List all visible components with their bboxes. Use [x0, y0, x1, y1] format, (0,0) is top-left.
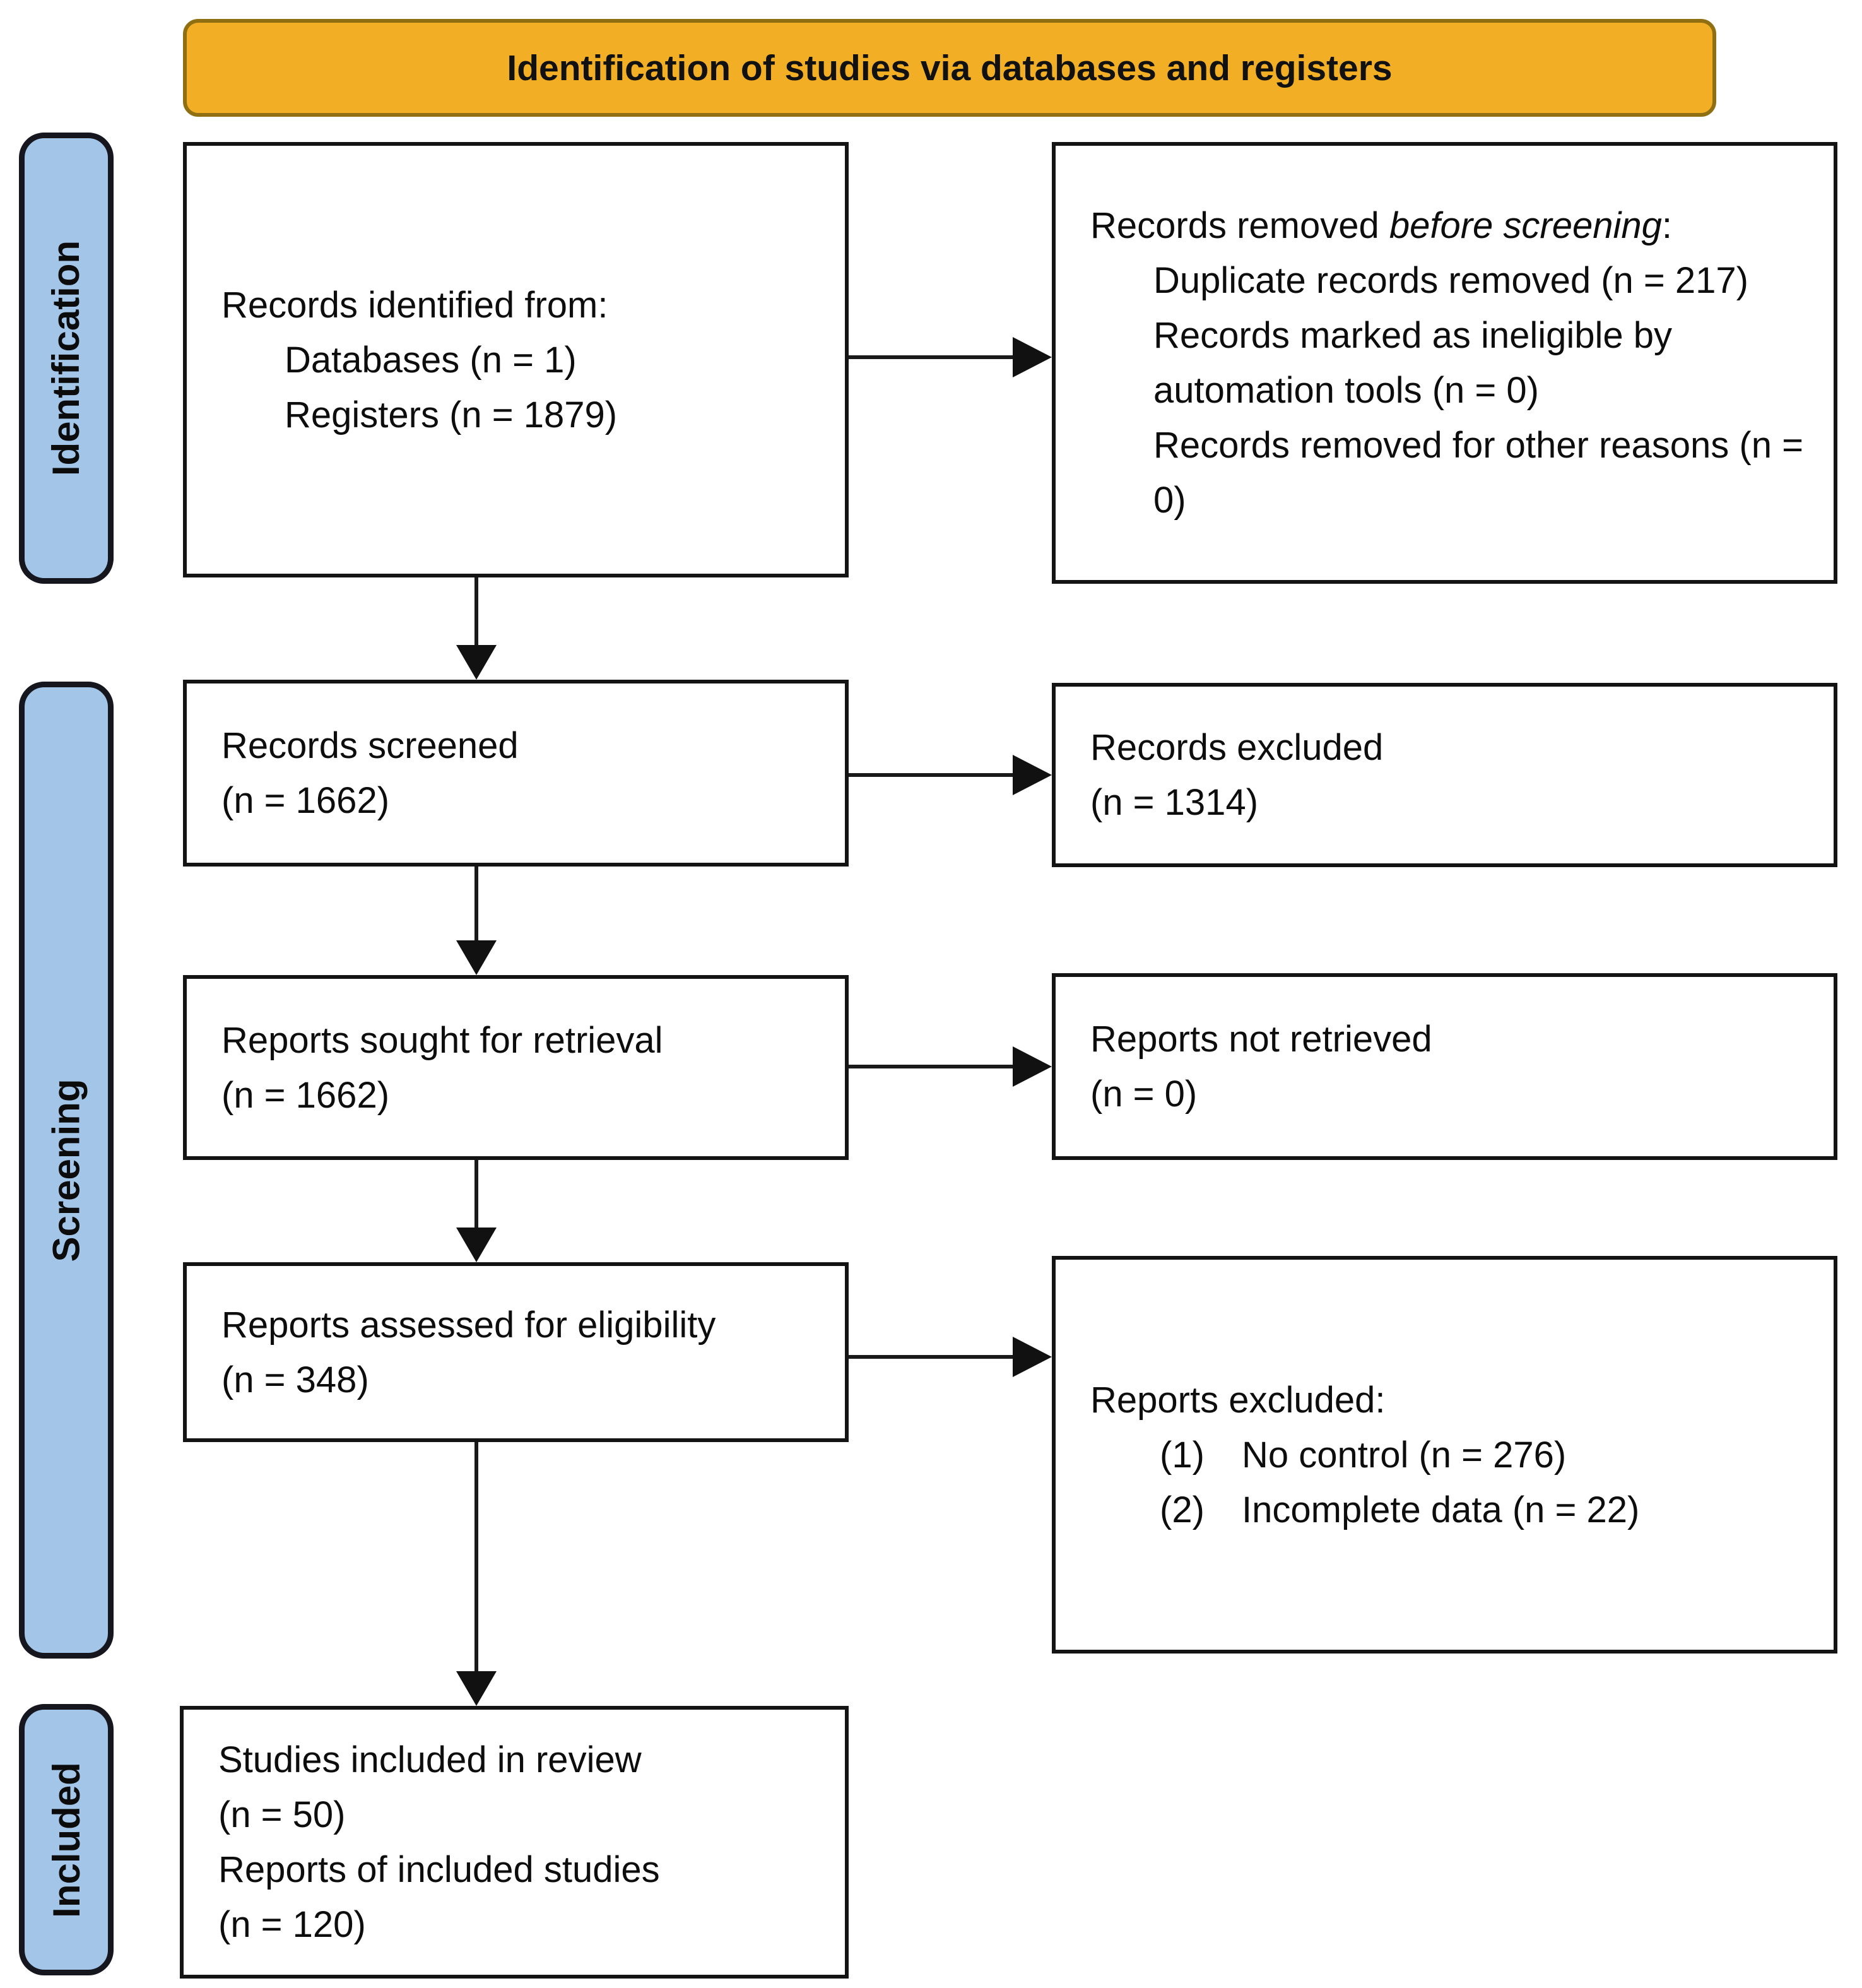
box-line: (2) Incomplete data (n = 22) — [1160, 1482, 1818, 1537]
item-number: (1) — [1160, 1434, 1205, 1476]
box-count: (n = 1662) — [221, 1074, 390, 1116]
arrow-identified-to-removed-head-icon — [1013, 337, 1052, 377]
box-count: (n = 120) — [218, 1904, 366, 1945]
box-line: (1) No control (n = 276) — [1160, 1428, 1818, 1482]
arrow-identified-to-screened-line — [474, 577, 478, 648]
stage-tab-identification-label: Identification — [45, 240, 88, 476]
box-title: Reports sought for retrieval — [221, 1019, 663, 1061]
item-text: No control (n = 276) — [1242, 1434, 1567, 1476]
arrow-assessed-to-reports-excluded-head-icon — [1013, 1337, 1052, 1377]
stage-tab-screening-label: Screening — [45, 1078, 88, 1262]
box-studies-included: Studies included in review (n = 50) Repo… — [180, 1706, 849, 1979]
stage-tab-included: Included — [19, 1704, 114, 1975]
stage-tab-identification: Identification — [19, 133, 114, 584]
arrow-screened-to-sought-line — [474, 867, 478, 942]
box-title: Reports not retrieved — [1090, 1019, 1432, 1060]
arrow-sought-to-assessed-line — [474, 1160, 478, 1229]
banner-identification-of-studies: Identification of studies via databases … — [183, 19, 1716, 117]
box-count: (n = 1314) — [1090, 782, 1259, 823]
box-records-identified: Records identified from: Databases (n = … — [183, 142, 849, 577]
item-number: (2) — [1160, 1489, 1205, 1530]
box-line: Duplicate records removed (n = 217) — [1153, 260, 1748, 301]
box-count: (n = 0) — [1090, 1074, 1198, 1115]
box-reports-not-retrieved: Reports not retrieved (n = 0) — [1052, 973, 1837, 1160]
banner-title: Identification of studies via databases … — [507, 47, 1393, 88]
arrow-sought-to-not-retrieved-head-icon — [1013, 1046, 1052, 1087]
arrow-assessed-to-reports-excluded-line — [849, 1355, 1014, 1359]
box-records-excluded: Records excluded (n = 1314) — [1052, 683, 1837, 867]
box-title: Studies included in review — [218, 1739, 642, 1780]
stage-tab-screening: Screening — [19, 682, 114, 1659]
arrow-screened-to-excluded-line — [849, 773, 1014, 777]
box-line: Databases (n = 1) — [285, 339, 577, 381]
box-count: (n = 348) — [221, 1359, 369, 1400]
box-reports-excluded: Reports excluded: (1) No control (n = 27… — [1052, 1256, 1837, 1654]
arrow-sought-to-assessed-head-icon — [456, 1228, 497, 1262]
arrow-identified-to-screened-head-icon — [456, 645, 497, 680]
box-line: Records removed for other reasons (n = 0… — [1153, 425, 1803, 521]
arrow-assessed-to-included-line — [474, 1442, 478, 1674]
box-title: Reports excluded: — [1090, 1379, 1386, 1421]
box-title: Reports assessed for eligibility — [221, 1304, 716, 1346]
box-count: (n = 1662) — [221, 780, 390, 821]
box-reports-sought-for-retrieval: Reports sought for retrieval (n = 1662) — [183, 975, 849, 1160]
box-title: Records screened — [221, 725, 519, 766]
box-title: Reports of included studies — [218, 1849, 660, 1890]
box-line: Records marked as ineligible by automati… — [1153, 315, 1673, 411]
arrow-sought-to-not-retrieved-line — [849, 1065, 1014, 1068]
italic-before-screening: before screening — [1389, 205, 1662, 246]
box-title: Records identified from: — [221, 284, 608, 326]
arrow-identified-to-removed-line — [849, 355, 1014, 359]
box-title: Records excluded — [1090, 727, 1384, 768]
arrow-assessed-to-included-head-icon — [456, 1671, 497, 1706]
box-reports-assessed-for-eligibility: Reports assessed for eligibility (n = 34… — [183, 1262, 849, 1442]
item-text: Incomplete data (n = 22) — [1242, 1489, 1640, 1530]
box-count: (n = 50) — [218, 1794, 346, 1835]
box-line: Registers (n = 1879) — [285, 394, 618, 435]
arrow-screened-to-excluded-head-icon — [1013, 755, 1052, 795]
stage-tab-included-label: Included — [45, 1761, 88, 1918]
box-title: Records removed before screening: — [1090, 205, 1673, 246]
box-records-removed-before-screening: Records removed before screening: Duplic… — [1052, 142, 1837, 584]
arrow-screened-to-sought-head-icon — [456, 940, 497, 975]
box-records-screened: Records screened (n = 1662) — [183, 680, 849, 867]
